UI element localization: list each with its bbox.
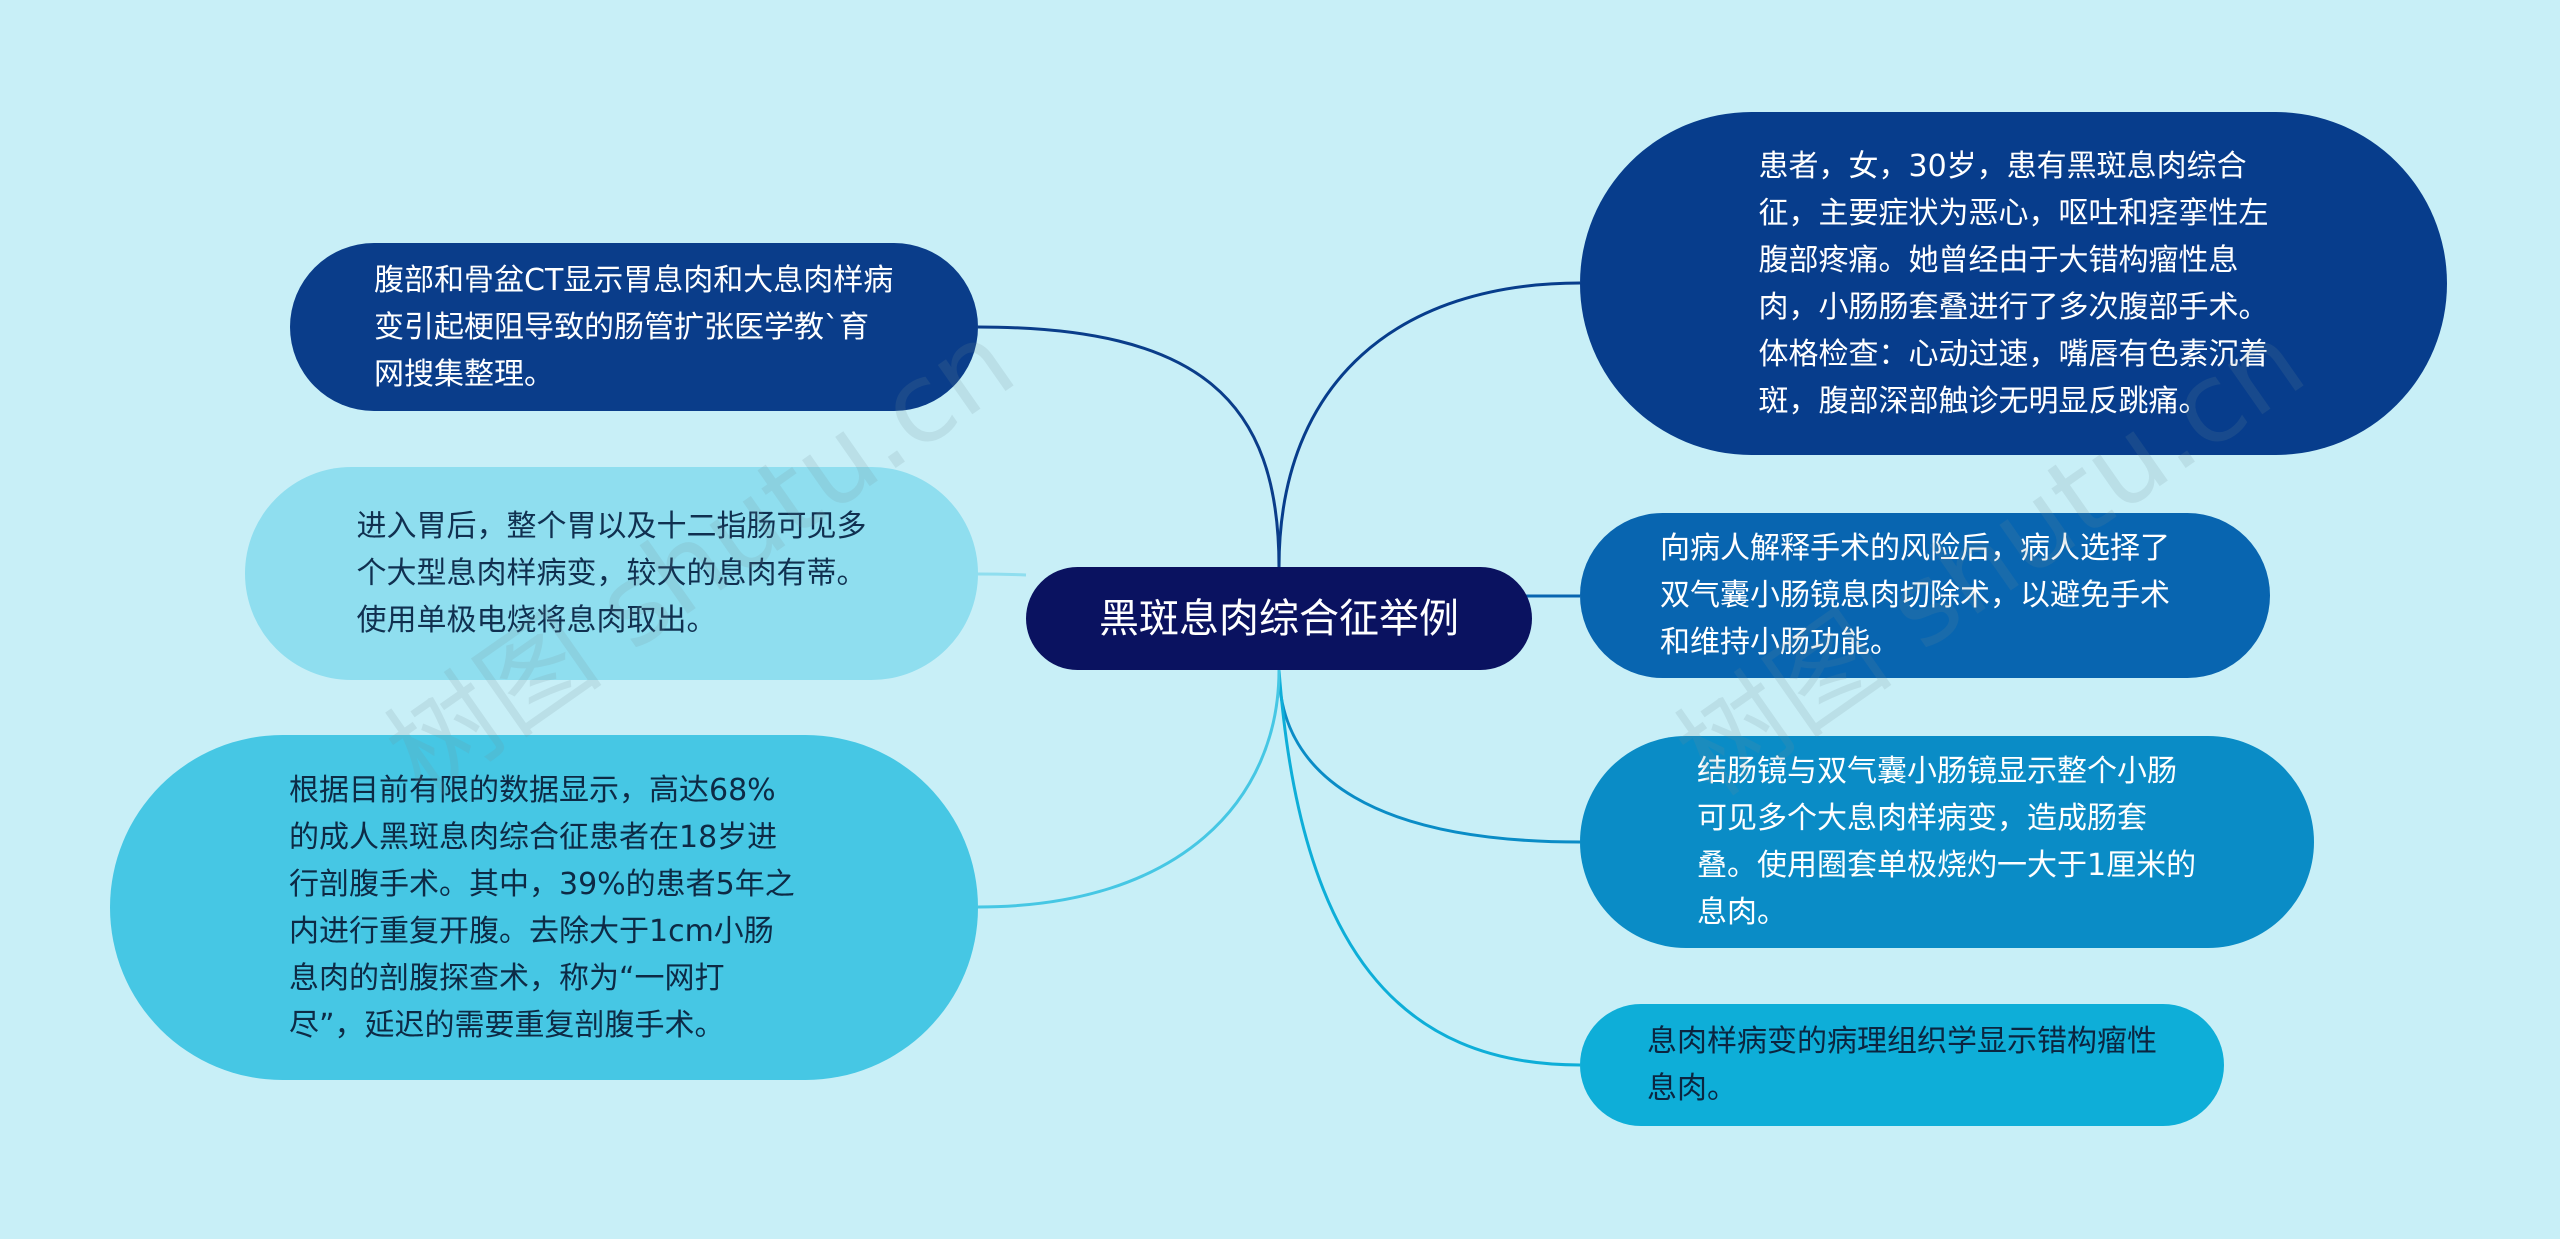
connector-left-1 xyxy=(977,325,1281,568)
connector-right-3 xyxy=(1277,669,1581,844)
connector-right-1 xyxy=(1277,281,1581,568)
central-topic-label: 黑斑息肉综合征举例 xyxy=(1099,595,1459,642)
right-node-1[interactable]: 患者，女，30岁，患有黑斑息肉综合征，主要症状为恶心，呕吐和痉挛性左腹部疼痛。她… xyxy=(1580,112,2447,455)
right-node-4[interactable]: 息肉样病变的病理组织学显示错构瘤性息肉。 xyxy=(1580,1004,2224,1126)
left-node-1-text: 腹部和骨盆CT显示胃息肉和大息肉样病变引起梗阻导致的肠管扩张医学教`育网搜集整理… xyxy=(374,262,894,392)
left-node-2-text: 进入胃后，整个胃以及十二指肠可见多个大型息肉样病变，较大的息肉有蒂。使用单极电烧… xyxy=(356,509,867,638)
left-node-2[interactable]: 进入胃后，整个胃以及十二指肠可见多个大型息肉样病变，较大的息肉有蒂。使用单极电烧… xyxy=(245,467,978,680)
right-node-3-text: 结肠镜与双气囊小肠镜显示整个小肠可见多个大息肉样病变，造成肠套叠。使用圈套单极烧… xyxy=(1697,754,2197,930)
right-node-2[interactable]: 向病人解释手术的风险后，病人选择了双气囊小肠镜息肉切除术，以避免手术和维持小肠功… xyxy=(1580,513,2270,678)
connector-left-2 xyxy=(977,572,1027,577)
connector-right-4 xyxy=(1277,669,1581,1067)
central-topic[interactable]: 黑斑息肉综合征举例 xyxy=(1026,567,1532,670)
left-node-3-text: 根据目前有限的数据显示，高达68%的成人黑斑息肉综合征患者在18岁进行剖腹手术。… xyxy=(289,772,795,1043)
right-node-3[interactable]: 结肠镜与双气囊小肠镜显示整个小肠可见多个大息肉样病变，造成肠套叠。使用圈套单极烧… xyxy=(1580,736,2314,948)
left-node-3[interactable]: 根据目前有限的数据显示，高达68%的成人黑斑息肉综合征患者在18岁进行剖腹手术。… xyxy=(110,735,978,1080)
right-node-2-text: 向病人解释手术的风险后，病人选择了双气囊小肠镜息肉切除术，以避免手术和维持小肠功… xyxy=(1660,531,2170,660)
right-node-4-text: 息肉样病变的病理组织学显示错构瘤性息肉。 xyxy=(1647,1024,2157,1106)
left-node-1[interactable]: 腹部和骨盆CT显示胃息肉和大息肉样病变引起梗阻导致的肠管扩张医学教`育网搜集整理… xyxy=(290,243,978,411)
right-node-1-text: 患者，女，30岁，患有黑斑息肉综合征，主要症状为恶心，呕吐和痉挛性左腹部疼痛。她… xyxy=(1758,148,2269,419)
connector-left-3 xyxy=(977,669,1281,909)
